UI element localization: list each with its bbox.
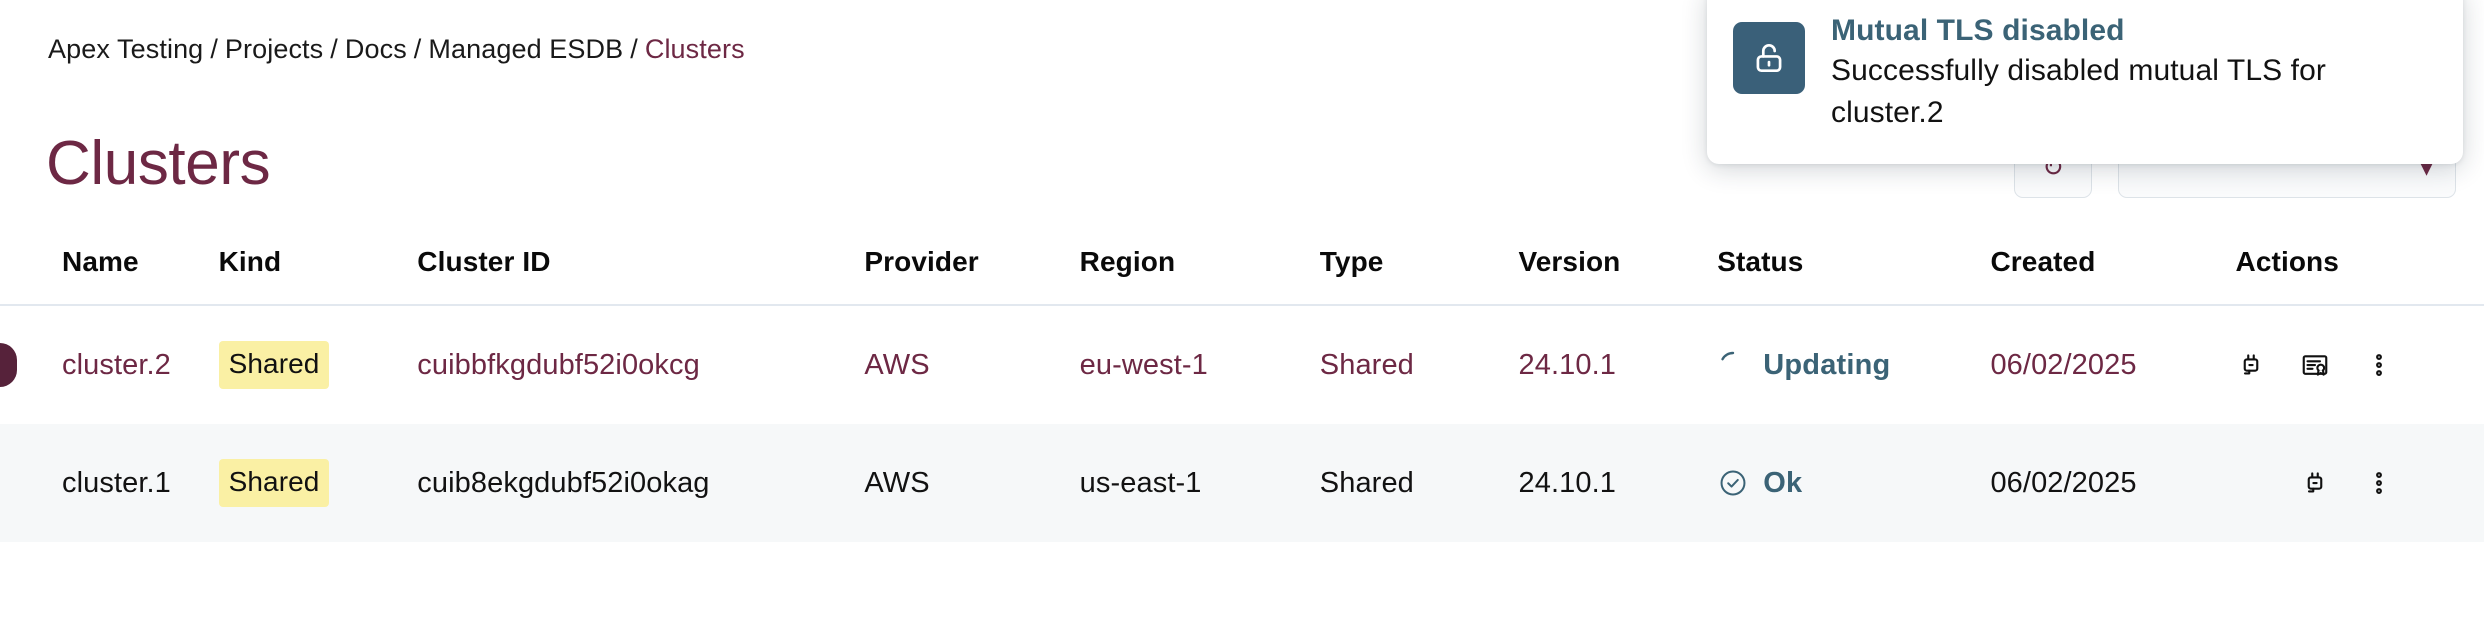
breadcrumb-item-projects[interactable]: Projects <box>224 34 324 64</box>
toast-title: Mutual TLS disabled <box>1831 14 2125 47</box>
breadcrumb-item-apex-testing[interactable]: Apex Testing <box>48 34 204 64</box>
cell-status: Updating <box>1717 305 1991 424</box>
cluster-name-link[interactable]: cluster.1 <box>62 466 171 499</box>
cell-actions <box>2235 424 2484 542</box>
page-title: Clusters <box>46 128 271 198</box>
cell-provider: AWS <box>864 305 1080 424</box>
cell-actions <box>2235 305 2484 424</box>
cell-name[interactable]: cluster.2 <box>0 305 219 424</box>
breadcrumb-separator: / <box>413 34 422 64</box>
breadcrumb-item-clusters[interactable]: Clusters <box>644 34 745 64</box>
column-header-type[interactable]: Type <box>1319 246 1519 306</box>
plug-icon[interactable] <box>2236 350 2266 380</box>
cell-type: Shared <box>1319 305 1519 424</box>
column-header-name[interactable]: Name <box>0 246 219 306</box>
cell-provider: AWS <box>864 424 1080 542</box>
breadcrumb-separator: / <box>630 34 638 64</box>
cell-type: Shared <box>1319 424 1519 542</box>
cell-cluster-id[interactable]: cuibbfkgdubf52i0okcg <box>417 305 865 424</box>
spinner-icon <box>1717 349 1749 381</box>
breadcrumb-separator: / <box>210 34 218 64</box>
column-header-kind[interactable]: Kind <box>218 246 418 306</box>
cell-name[interactable]: cluster.1 <box>0 424 219 542</box>
column-header-version[interactable]: Version <box>1518 246 1718 306</box>
table-row[interactable]: cluster.1 Shared cuib8ekgdubf52i0okag AW… <box>0 424 2484 542</box>
toast-notification[interactable]: Mutual TLS disabled Successfully disable… <box>1707 0 2463 164</box>
cell-status: Ok <box>1717 424 1991 542</box>
column-header-actions: Actions <box>2235 246 2484 306</box>
table-row[interactable]: cluster.2 Shared cuibbfkgdubf52i0okcg AW… <box>0 305 2484 424</box>
breadcrumb-item-managed-esdb[interactable]: Managed ESDB <box>428 34 624 64</box>
more-vertical-icon[interactable] <box>2364 468 2394 498</box>
status-label: Ok <box>1763 466 1803 499</box>
certificate-icon[interactable] <box>2300 350 2330 380</box>
breadcrumb-item-docs[interactable]: Docs <box>344 34 407 64</box>
breadcrumb-separator: / <box>330 34 338 64</box>
cell-region: us-east-1 <box>1079 424 1320 542</box>
check-circle-icon <box>1717 467 1749 499</box>
cell-region: eu-west-1 <box>1079 305 1320 424</box>
cell-version: 24.10.1 <box>1518 305 1718 424</box>
cell-kind: Shared <box>218 424 418 542</box>
breadcrumb: Apex Testing/Projects/Docs/Managed ESDB/… <box>48 33 745 65</box>
column-header-cluster-id[interactable]: Cluster ID <box>417 246 865 306</box>
more-vertical-icon[interactable] <box>2364 350 2394 380</box>
toast-message: Successfully disabled mutual TLS for clu… <box>1831 54 2326 129</box>
plug-icon[interactable] <box>2300 468 2330 498</box>
cell-created: 06/02/2025 <box>1990 424 2236 542</box>
clusters-table-container: Name Kind Cluster ID Provider Region Typ… <box>0 246 2484 542</box>
cell-created: 06/02/2025 <box>1990 305 2236 424</box>
column-header-status[interactable]: Status <box>1717 246 1991 306</box>
cell-version: 24.10.1 <box>1518 424 1718 542</box>
toast-body: Mutual TLS disabled Successfully disable… <box>1831 12 2439 134</box>
unlock-icon <box>1733 22 1805 94</box>
clusters-table: Name Kind Cluster ID Provider Region Typ… <box>0 246 2484 542</box>
kind-badge: Shared <box>218 459 330 507</box>
cell-kind: Shared <box>218 305 418 424</box>
cell-cluster-id[interactable]: cuib8ekgdubf52i0okag <box>417 424 865 542</box>
table-header-row: Name Kind Cluster ID Provider Region Typ… <box>0 246 2484 306</box>
row-active-indicator <box>0 343 17 387</box>
cluster-name-link[interactable]: cluster.2 <box>62 348 171 381</box>
column-header-region[interactable]: Region <box>1079 246 1320 306</box>
status-label: Updating <box>1763 348 1891 381</box>
kind-badge: Shared <box>218 341 330 389</box>
column-header-created[interactable]: Created <box>1990 246 2236 306</box>
column-header-provider[interactable]: Provider <box>864 246 1080 306</box>
